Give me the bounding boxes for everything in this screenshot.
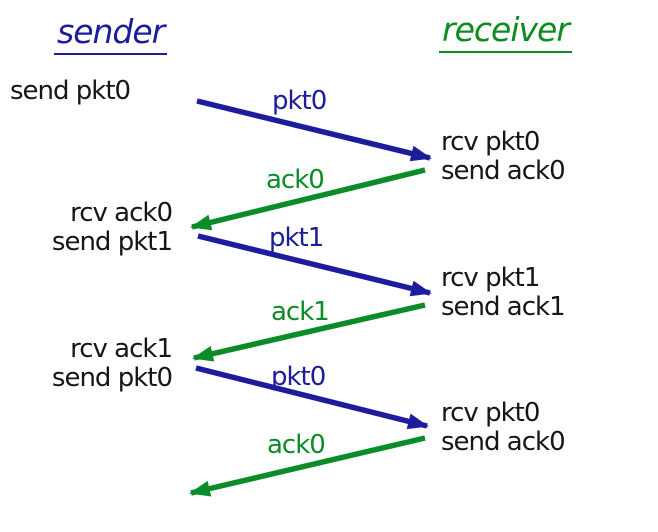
receiver-event-line: rcv pkt0 [441, 398, 540, 428]
sender-event-line: send pkt0 [10, 76, 131, 106]
ack0-arrow-1 [190, 167, 426, 231]
pkt0-arrow-1 [196, 98, 432, 162]
ack0-arrow-2 [189, 435, 426, 497]
sender-event-line: rcv ack1 [70, 334, 173, 364]
receiver-event-line: rcv pkt0 [441, 127, 540, 157]
message-label-ack0-1: ack0 [266, 165, 325, 195]
receiver-event-line: send ack1 [441, 292, 566, 322]
receiver-event-line: send ack0 [441, 427, 566, 457]
message-label-ack1: ack1 [271, 297, 330, 327]
sender-event-line: rcv ack0 [70, 198, 173, 228]
sender-event-1: send pkt0 [10, 76, 131, 106]
receiver-title: receiver [439, 10, 572, 53]
message-label-ack0-2: ack0 [267, 430, 326, 460]
message-label-pkt0-1: pkt0 [272, 86, 327, 116]
receiver-event-3: rcv pkt0 send ack0 [441, 398, 566, 457]
sender-event-line: send pkt0 [51, 363, 173, 393]
sender-event-line: send pkt1 [51, 227, 173, 257]
receiver-event-line: send ack0 [441, 156, 566, 186]
sender-event-3: rcv ack1 send pkt0 [51, 334, 173, 393]
pkt0-arrow-2 [195, 365, 429, 430]
sender-title: sender [54, 12, 168, 55]
message-label-pkt0-2: pkt0 [271, 362, 326, 392]
message-label-pkt1: pkt1 [269, 223, 324, 253]
sender-event-2: rcv ack0 send pkt1 [51, 198, 173, 257]
receiver-event-line: rcv pkt1 [441, 263, 540, 293]
receiver-event-1: rcv pkt0 send ack0 [441, 127, 566, 186]
ack1-arrow [192, 302, 426, 362]
pkt1-arrow [197, 233, 432, 297]
receiver-event-2: rcv pkt1 send ack1 [441, 263, 566, 322]
